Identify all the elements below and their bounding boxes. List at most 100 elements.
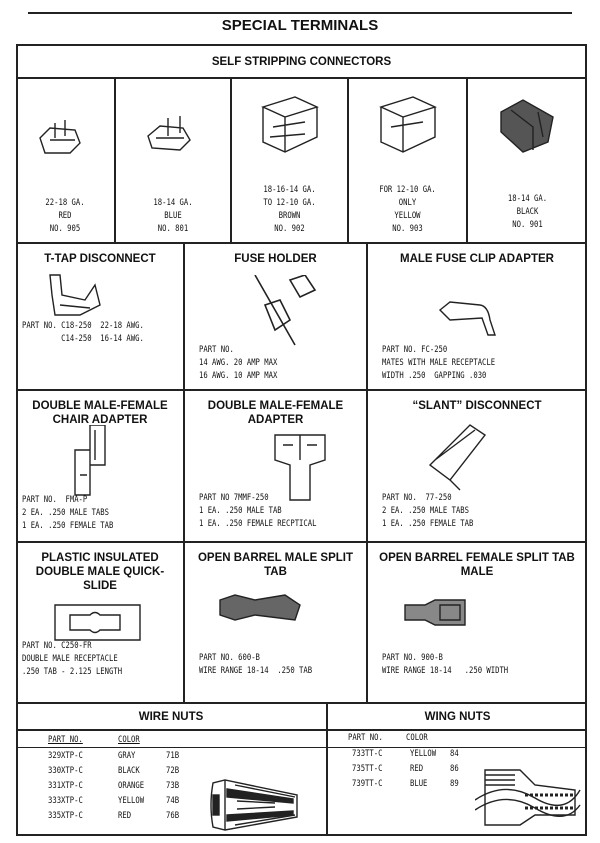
wing-nut-cell: 89 bbox=[450, 779, 459, 789]
product-spec-line: DOUBLE MALE RECEPTACLE bbox=[22, 654, 118, 664]
connector-spec-line: NO. 905 bbox=[49, 224, 81, 234]
product-spec-line: WIRE RANGE 18-14 .250 TAB bbox=[199, 666, 313, 676]
connector-spec-line: 18-14 GA. bbox=[507, 194, 548, 204]
product-spec-line: 1 EA. .250 MALE TAB bbox=[199, 506, 282, 516]
wire-nuts-col-color: COLOR bbox=[118, 735, 140, 745]
wing-nuts-col-color: COLOR bbox=[406, 733, 428, 743]
connector-spec-line: 22-18 GA. bbox=[45, 198, 85, 208]
connector-spec-line: RED bbox=[58, 211, 72, 221]
wire-nut-cell: 74B bbox=[166, 796, 180, 806]
product-spec-line: PART NO. 600-B bbox=[199, 653, 260, 663]
product-illustration bbox=[254, 275, 317, 346]
product-spec-line: 14 AWG. 20 AMP MAX bbox=[199, 358, 278, 368]
product-spec-line: 2 EA. .250 MALE TABS bbox=[22, 508, 110, 518]
connector-illustration bbox=[378, 96, 437, 153]
product-title: OPEN BARREL FEMALE SPLIT TAB MALE bbox=[379, 552, 575, 578]
product-spec-line: PART NO 7MMF-250 bbox=[199, 493, 269, 503]
wire-nut-illustration bbox=[210, 779, 298, 831]
wire-nut-cell: 73B bbox=[166, 781, 180, 791]
top-rule bbox=[28, 12, 572, 14]
wing-nut-cell: 735TT-C bbox=[352, 764, 383, 774]
connector-spec-line: NO. 903 bbox=[392, 224, 423, 234]
wire-nut-cell: BLACK bbox=[118, 766, 140, 776]
wire-nut-cell: ORANGE bbox=[118, 781, 145, 791]
wire-nut-cell: GRAY bbox=[118, 751, 136, 761]
wire-nut-cell: 333XTP-C bbox=[48, 796, 83, 806]
product-spec-line: PART NO. 77-250 bbox=[382, 493, 452, 503]
connector-spec-line: 18-16-14 GA. bbox=[263, 185, 316, 195]
connector-spec-line: ONLY bbox=[398, 198, 417, 208]
wing-nut-cell: 84 bbox=[450, 749, 459, 759]
wire-nut-cell: RED bbox=[118, 811, 132, 821]
product-spec-line: PART NO. FC-250 bbox=[382, 345, 448, 355]
connector-illustration bbox=[260, 96, 319, 153]
wire-nut-cell: 72B bbox=[166, 766, 180, 776]
wire-nut-cell: 71B bbox=[166, 751, 180, 761]
product-spec-line: .250 TAB - 2.125 LENGTH bbox=[22, 667, 123, 677]
product-illustration bbox=[74, 425, 106, 496]
product-spec-line: PART NO. 900-B bbox=[382, 653, 443, 663]
product-spec-line: 1 EA. .250 FEMALE TAB bbox=[382, 519, 474, 529]
wing-nut-cell: YELLOW bbox=[410, 749, 437, 759]
wire-nut-cell: 335XTP-C bbox=[48, 811, 83, 821]
connector-spec-line: NO. 902 bbox=[274, 224, 305, 234]
product-title: MALE FUSE CLIP ADAPTER bbox=[400, 253, 554, 265]
product-title: DOUBLE MALE-FEMALE CHAIR ADAPTER bbox=[32, 400, 168, 426]
product-illustration bbox=[438, 301, 496, 336]
product-spec-line: MATES WITH MALE RECEPTACLE bbox=[382, 358, 496, 368]
wing-nut-cell: 733TT-C bbox=[352, 749, 383, 759]
connector-spec-line: BLUE bbox=[164, 211, 182, 221]
product-spec-line: PART NO. bbox=[199, 345, 234, 355]
wire-nut-cell: YELLOW bbox=[118, 796, 145, 806]
wing-nuts-col-part: PART NO. bbox=[348, 733, 383, 743]
product-title: “SLANT” DISCONNECT bbox=[412, 400, 542, 412]
product-spec-line: PART NO. C18-250 22-18 AWG. bbox=[22, 321, 144, 331]
page-title: SPECIAL TERMINALS bbox=[221, 17, 379, 34]
product-illustration bbox=[274, 434, 326, 501]
section-title-wing-nuts: WING NUTS bbox=[424, 711, 491, 723]
product-spec-line: PART NO. FMA-P bbox=[22, 495, 88, 505]
product-spec-line: PART NO. C250-FR bbox=[22, 641, 92, 651]
wire-nut-cell: 331XTP-C bbox=[48, 781, 83, 791]
product-illustration bbox=[54, 604, 141, 641]
connector-spec-line: NO. 901 bbox=[512, 220, 543, 230]
wing-nut-cell: RED bbox=[410, 764, 424, 774]
product-spec-line: 1 EA. .250 FEMALE RECPTICAL bbox=[199, 519, 317, 529]
connector-illustration bbox=[499, 99, 554, 153]
wing-nut-cell: BLUE bbox=[410, 779, 428, 789]
connector-illustration bbox=[147, 116, 191, 151]
catalog-table bbox=[16, 44, 587, 836]
connector-spec-line: 18-14 GA. bbox=[153, 198, 193, 208]
product-illustration bbox=[404, 599, 466, 626]
product-title: FUSE HOLDER bbox=[234, 253, 317, 265]
product-spec-line: WIRE RANGE 18-14 .250 WIDTH bbox=[382, 666, 509, 676]
wing-nut-illustration bbox=[475, 769, 581, 826]
product-title: OPEN BARREL MALE SPLIT TAB bbox=[197, 552, 354, 578]
connector-spec-line: BROWN bbox=[278, 211, 301, 221]
product-title: T-TAP DISCONNECT bbox=[44, 253, 156, 265]
wire-nut-cell: 76B bbox=[166, 811, 180, 821]
wire-nuts-col-part: PART NO. bbox=[48, 735, 83, 745]
wing-nut-cell: 739TT-C bbox=[352, 779, 383, 789]
section-title-wire-nuts: WIRE NUTS bbox=[138, 711, 204, 723]
product-illustration bbox=[49, 274, 101, 316]
product-spec-line: C14-250 16-14 AWG. bbox=[22, 334, 144, 344]
product-title: DOUBLE MALE-FEMALE ADAPTER bbox=[207, 400, 344, 426]
connector-spec-line: FOR 12-10 GA. bbox=[379, 185, 436, 195]
wire-nut-cell: 330XTP-C bbox=[48, 766, 83, 776]
connector-spec-line: BLACK bbox=[516, 207, 539, 217]
product-spec-line: 2 EA. .250 MALE TABS bbox=[382, 506, 470, 516]
product-title: PLASTIC INSULATED DOUBLE MALE QUICK-SLID… bbox=[35, 552, 165, 592]
connector-spec-line: NO. 801 bbox=[157, 224, 189, 234]
section-title-self-stripping: SELF STRIPPING CONNECTORS bbox=[211, 56, 392, 68]
wing-nut-cell: 86 bbox=[450, 764, 459, 774]
connector-spec-line: TO 12-10 GA. bbox=[263, 198, 316, 208]
connector-illustration bbox=[39, 120, 81, 154]
product-spec-line: 1 EA. .250 FEMALE TAB bbox=[22, 521, 114, 531]
connector-spec-line: YELLOW bbox=[394, 211, 421, 221]
product-spec-line: 16 AWG. 10 AMP MAX bbox=[199, 371, 278, 381]
product-illustration bbox=[219, 594, 301, 621]
wire-nut-cell: 329XTP-C bbox=[48, 751, 83, 761]
product-illustration bbox=[428, 424, 487, 491]
product-spec-line: WIDTH .250 GAPPING .030 bbox=[382, 371, 487, 381]
